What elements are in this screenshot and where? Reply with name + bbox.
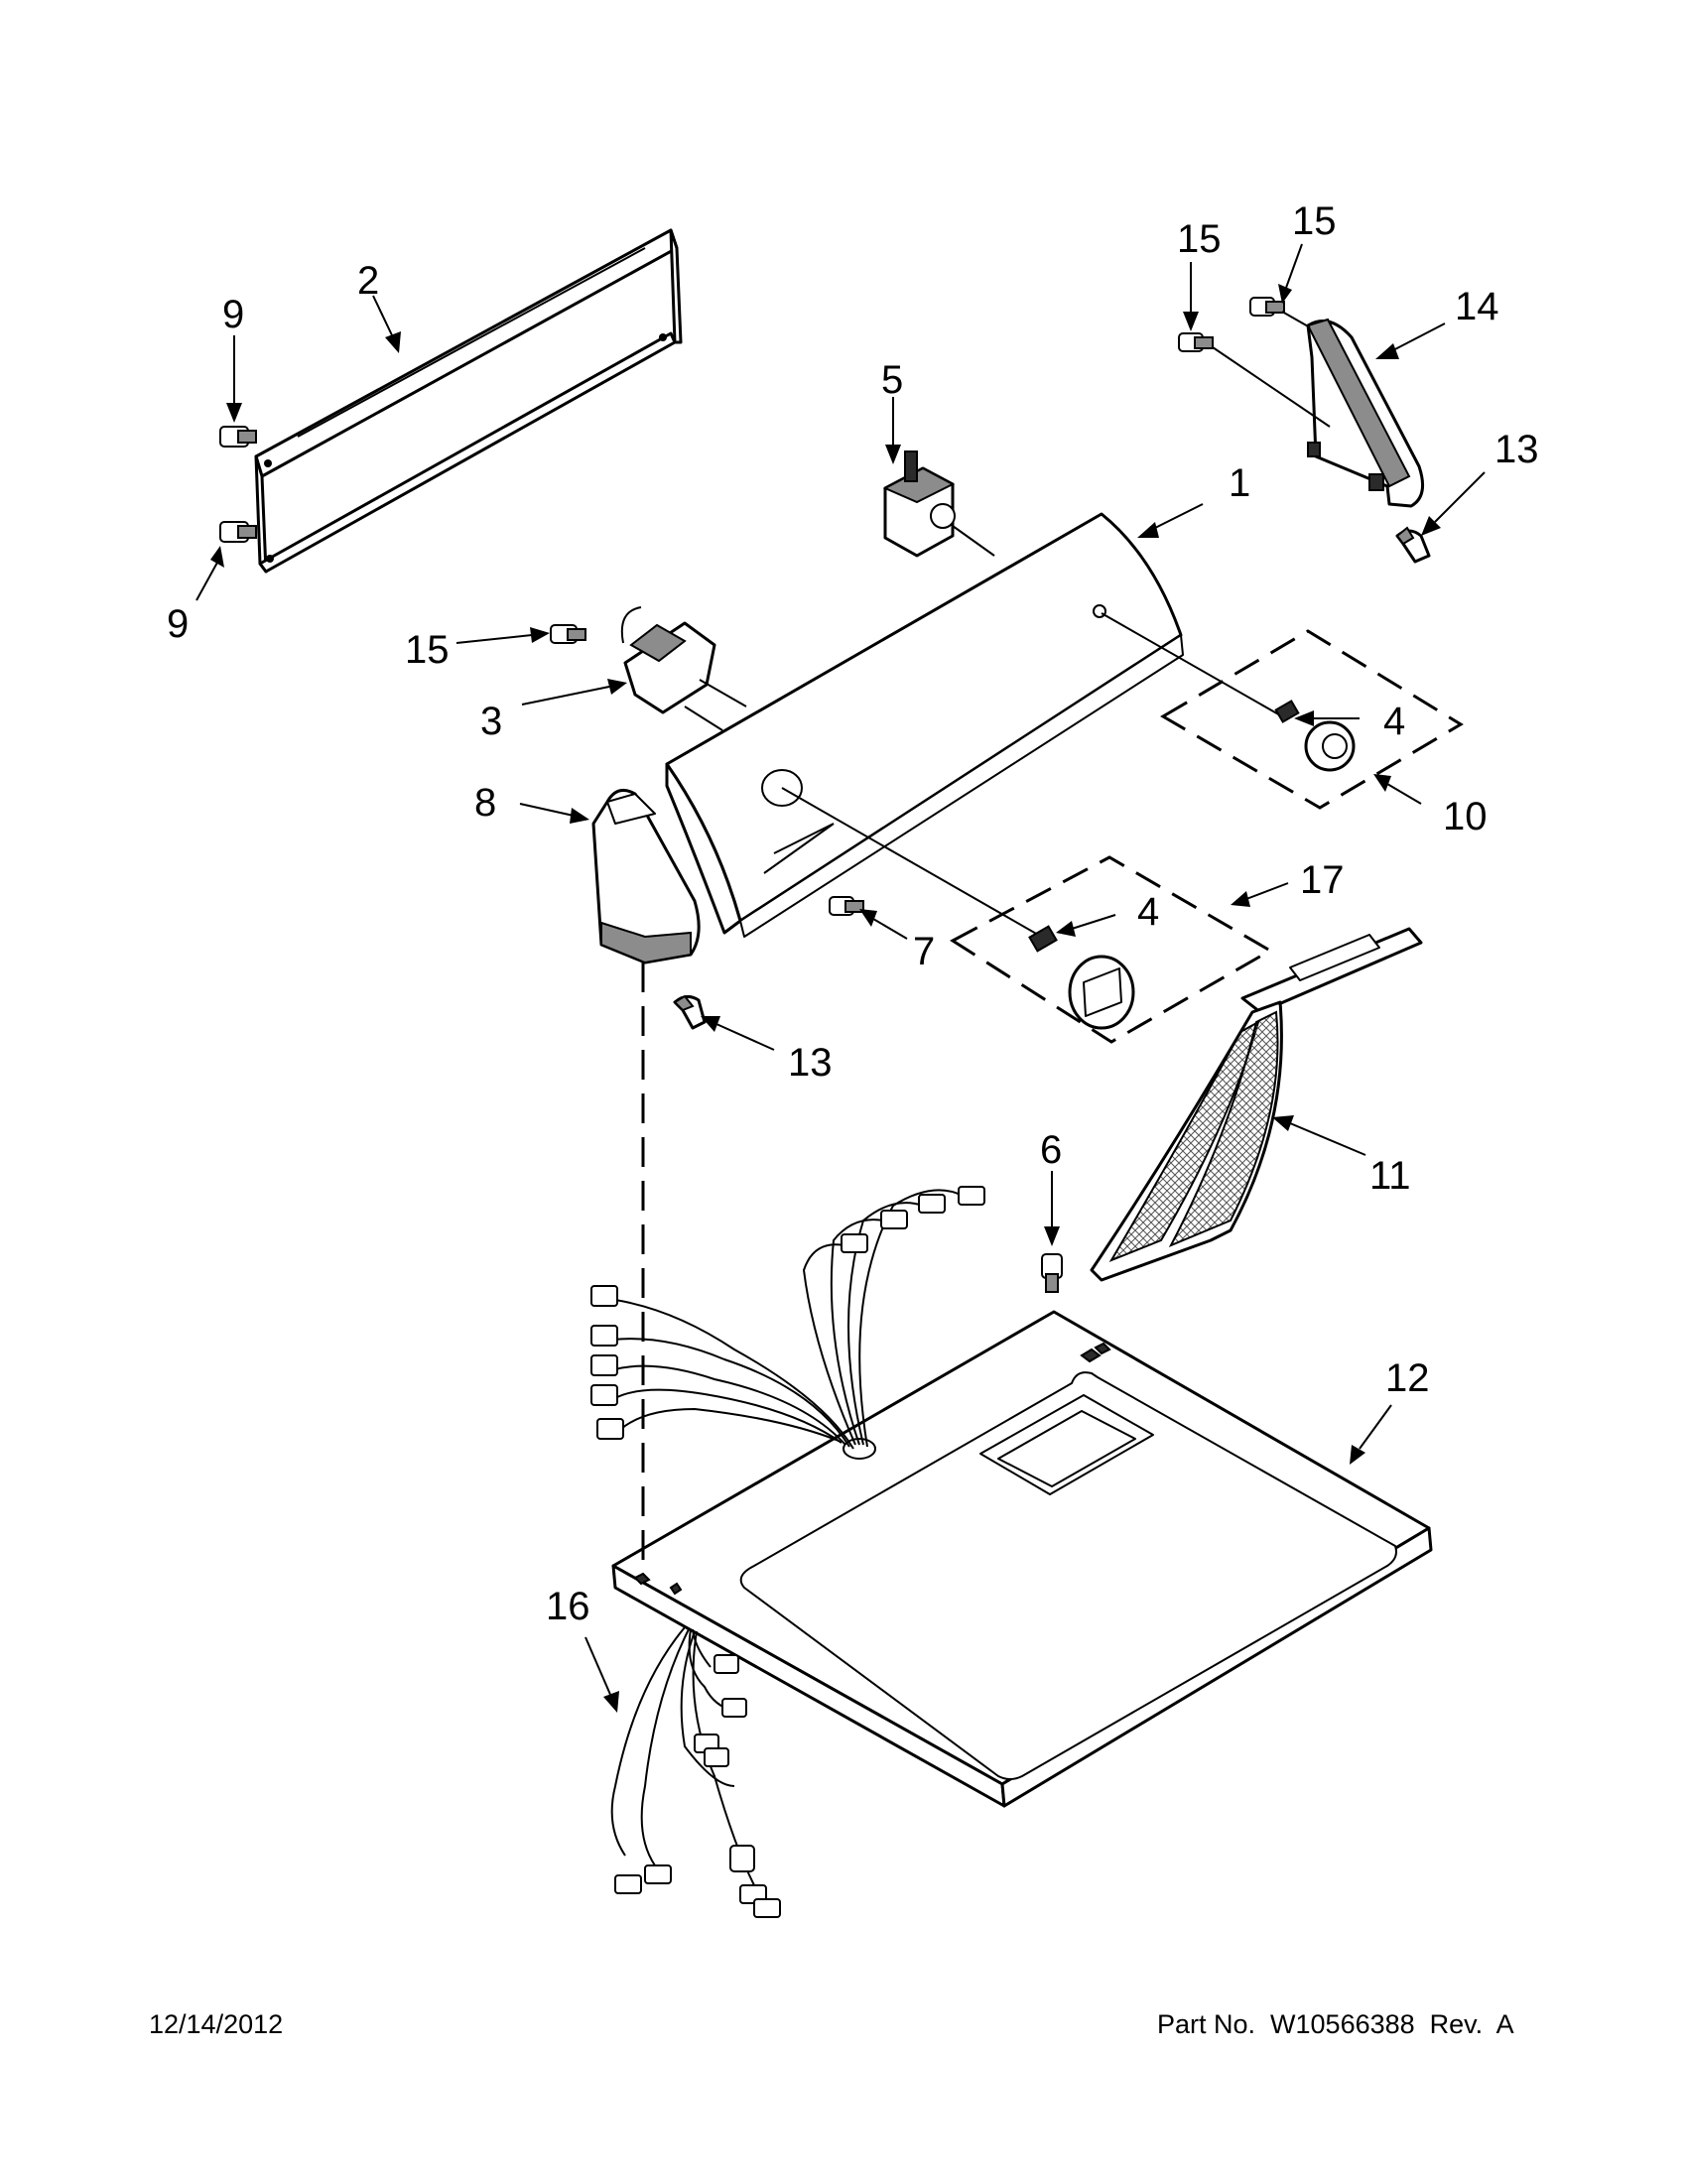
knob-kit-right (1101, 612, 1464, 810)
end-cap-screw-lower (1178, 332, 1214, 352)
bracket-screw (550, 624, 586, 644)
callout-4-right: 4 (1383, 700, 1405, 743)
callout-13-right: 13 (1494, 428, 1539, 471)
callout-10: 10 (1443, 795, 1488, 838)
callout-17: 17 (1300, 858, 1345, 902)
rear-panel (254, 228, 683, 574)
callout-15-right: 15 (1177, 217, 1222, 261)
control-component-5 (882, 450, 995, 558)
switch-bracket (620, 606, 747, 731)
retaining-clip-right (1395, 526, 1431, 564)
callout-4-center: 4 (1137, 890, 1159, 934)
callout-16: 16 (546, 1585, 590, 1628)
footer-part-number: Part No. W10566388 Rev. A (1157, 2009, 1514, 2039)
callout-13-left: 13 (788, 1041, 833, 1085)
callout-2: 2 (357, 259, 379, 303)
wire-harness-lower (610, 1626, 781, 1918)
callout-1: 1 (1229, 461, 1250, 505)
callout-3: 3 (480, 700, 502, 743)
lint-screen (1090, 927, 1423, 1282)
footer-date: 12/14/2012 (149, 2009, 284, 2039)
right-end-cap (1306, 318, 1425, 508)
callout-14: 14 (1455, 285, 1499, 328)
top-screw (1041, 1253, 1063, 1293)
end-cap-screw-upper (1249, 297, 1285, 317)
callout-15-left: 15 (405, 628, 450, 672)
console-screw (829, 896, 864, 916)
callout-5: 5 (881, 358, 903, 402)
knob-kit-center (781, 787, 1273, 1044)
callout-8: 8 (474, 781, 496, 825)
callout-6: 6 (1040, 1128, 1062, 1172)
leader-lines (195, 243, 1486, 1713)
wire-harness-upper (590, 1186, 985, 1450)
callout-12: 12 (1385, 1356, 1430, 1400)
control-console (665, 512, 1184, 938)
left-end-cap (591, 788, 701, 964)
callout-7: 7 (913, 930, 935, 973)
rear-panel-screw-top (219, 426, 257, 448)
retaining-clip-left (673, 994, 707, 1030)
callout-9-bottom: 9 (167, 602, 189, 646)
callout-9-top: 9 (222, 293, 244, 336)
callout-labels: 1 2 3 4 4 5 6 7 8 9 9 10 11 12 13 13 14 … (167, 199, 1539, 1628)
callout-15-top: 15 (1292, 199, 1337, 243)
dryer-top-panel (611, 1310, 1433, 1808)
callout-11: 11 (1369, 1154, 1411, 1198)
rear-panel-screw-bottom (219, 521, 257, 543)
